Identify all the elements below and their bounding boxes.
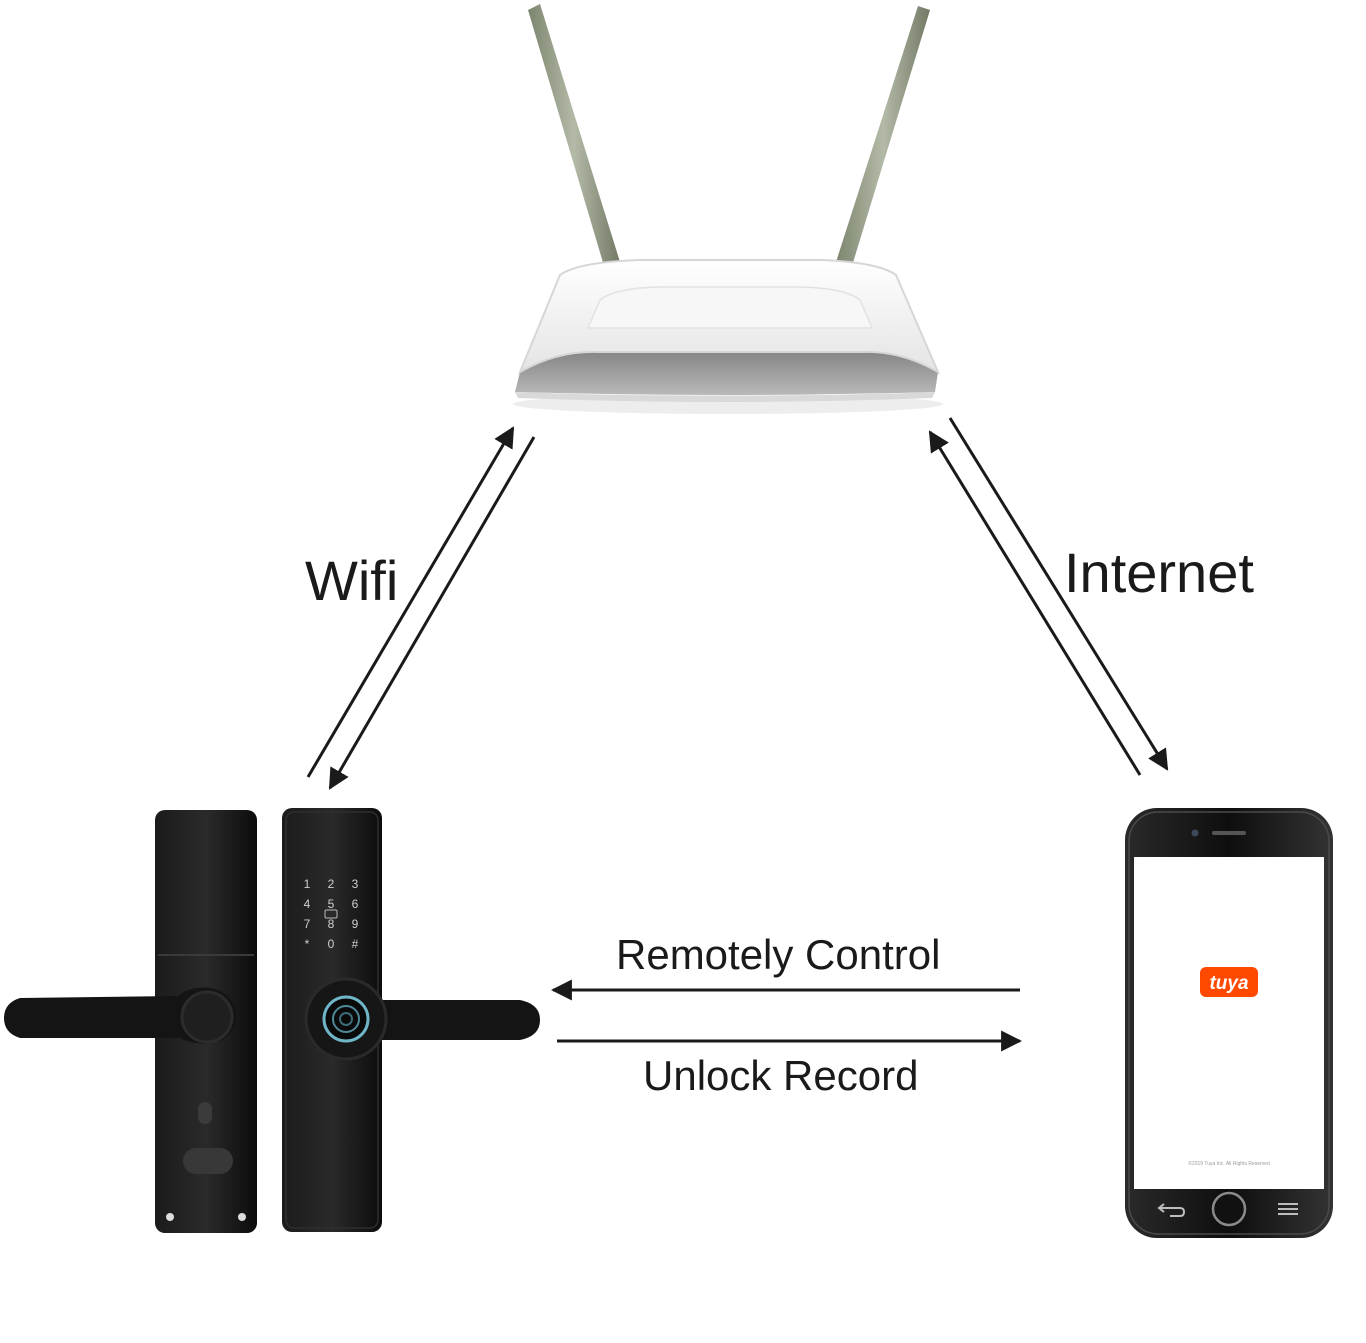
keypad-key: *: [305, 937, 310, 951]
keypad-key: 7: [304, 917, 311, 931]
wifi-label: Wifi: [305, 549, 399, 612]
router-bottom-lip: [515, 392, 935, 402]
keypad-key: #: [352, 937, 359, 951]
internet-label: Internet: [1064, 541, 1254, 604]
router: [513, 4, 943, 414]
keypad-key: 5: [328, 897, 335, 911]
phone-home-button: [1211, 1191, 1247, 1227]
lock-back-screw-right: [238, 1213, 246, 1221]
router-antenna-left: [528, 4, 620, 266]
keypad-key: 0: [328, 937, 335, 951]
lock-back-handle: [4, 987, 237, 1044]
phone-speaker: [1212, 831, 1246, 835]
remote-control-label: Remotely Control: [616, 931, 941, 978]
smart-door-lock: 1 2 3 4 5 6 7 8 9 * 0 #: [4, 808, 540, 1233]
phone-menu-icon: [1278, 1203, 1298, 1215]
router-antenna-right: [836, 6, 930, 266]
keypad-key: 2: [328, 877, 335, 891]
arrows: [306, 417, 1169, 1052]
router-top-highlight: [586, 286, 874, 329]
phone-copyright-text: ©2019 Tuya Inc. All Rights Reserved: [1188, 1160, 1270, 1167]
smartphone: tuya ©2019 Tuya Inc. All Rights Reserved: [1125, 808, 1333, 1238]
tuya-app-logo: tuya: [1200, 967, 1258, 997]
phone-screen: [1134, 857, 1324, 1189]
phone-front-camera: [1191, 829, 1199, 837]
lock-keyhole-slot: [183, 1148, 233, 1174]
arrow-phone-to-router: [928, 430, 1142, 776]
phone-back-icon: [1157, 1203, 1186, 1217]
svg-text:tuya: tuya: [1209, 973, 1249, 994]
router-front-vent: [515, 345, 938, 395]
keypad-key: 4: [304, 897, 311, 911]
lock-back-screw-left: [166, 1213, 174, 1221]
keypad-key: 8: [328, 917, 335, 931]
keypad-key: 9: [352, 917, 359, 931]
keypad-key: 3: [352, 877, 359, 891]
lock-key-cover: [198, 1102, 212, 1124]
lock-card-reader-icon: [324, 909, 338, 919]
unlock-record-label: Unlock Record: [643, 1052, 919, 1099]
lock-keypad: 1 2 3 4 5 6 7 8 9 * 0 #: [304, 877, 359, 951]
arrow-lock-to-router: [306, 426, 515, 778]
fingerprint-sensor-icon: [322, 995, 370, 1043]
arrow-router-to-phone: [948, 417, 1169, 771]
keypad-key: 1: [304, 877, 311, 891]
keypad-key: 6: [352, 897, 359, 911]
arrow-router-to-lock: [328, 436, 536, 790]
